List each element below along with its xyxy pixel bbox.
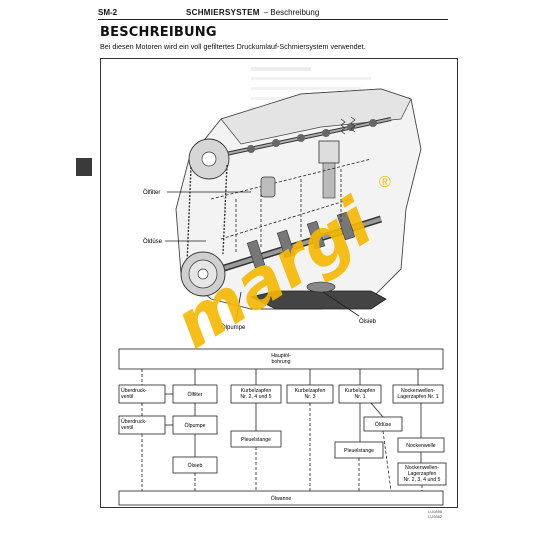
text-oelfilter: Ölfilter [188,391,203,398]
text-pleuelstange-1: Pleuelstange [241,437,271,443]
text-nockenwellen-lager-1: Nockenwellen-Lagerzapfen Nr. 1 [397,388,438,400]
section-title: SCHMIERSYSTEM [186,7,260,17]
text-oelpumpe: Ölpumpe [184,422,205,429]
watermark-registered-mark: ® [379,174,391,191]
page-title: BESCHREIBUNG [100,25,217,40]
label-oelpumpe: Ölpumpe [221,324,246,331]
text-pleuelstange-2: Pleuelstange [344,448,374,454]
subsection-title: – Beschreibung [263,7,320,17]
page-subtitle: Bei diesen Motoren wird ein voll gefilte… [100,42,366,51]
return-paths [141,369,423,492]
figure-frame: Ölfilter Öldüse Ölpumpe Ölsieb Hauptöl-b… [100,58,458,508]
label-oelfilter: Ölfilter [143,189,160,196]
leader-lines [165,191,360,322]
text-oelwanne: Ölwanne [271,495,292,502]
box-hauptoelbohrung [118,348,444,370]
lubrication-flow-chart: Hauptöl-bohrung Ölwanne Überdruck-ventil… [118,348,447,506]
figure-code-1: LU0898 [428,509,443,514]
figure-svg: Ölfilter Öldüse Ölpumpe Ölsieb Hauptöl-b… [118,67,447,506]
text-nockenwelle: Nockenwelle [406,443,436,449]
label-oelsieb: Ölsieb [359,318,377,325]
figure-code-2: LU0882 [428,514,443,519]
page-code: SM-2 [98,7,118,17]
text-hauptoelbohrung: Hauptöl-bohrung [271,353,291,365]
flow-connectors [165,369,422,463]
text-ueberdruckventil-1: Überdruck-ventil [121,387,147,400]
box-oelwanne [118,490,444,506]
section-tab-marker [76,158,92,176]
text-oelduese: Öldüse [375,421,392,428]
label-oelduese: Öldüse [143,238,163,245]
engine-illustration [175,88,422,310]
text-ueberdruckventil-2: Überdruck-ventil [121,418,147,431]
figure-codes: LU0898 LU0882 [428,509,442,519]
text-oelsieb: Ölsieb [188,462,203,469]
page-header: SM-2 SCHMIERSYSTEM – Beschreibung [98,5,448,20]
